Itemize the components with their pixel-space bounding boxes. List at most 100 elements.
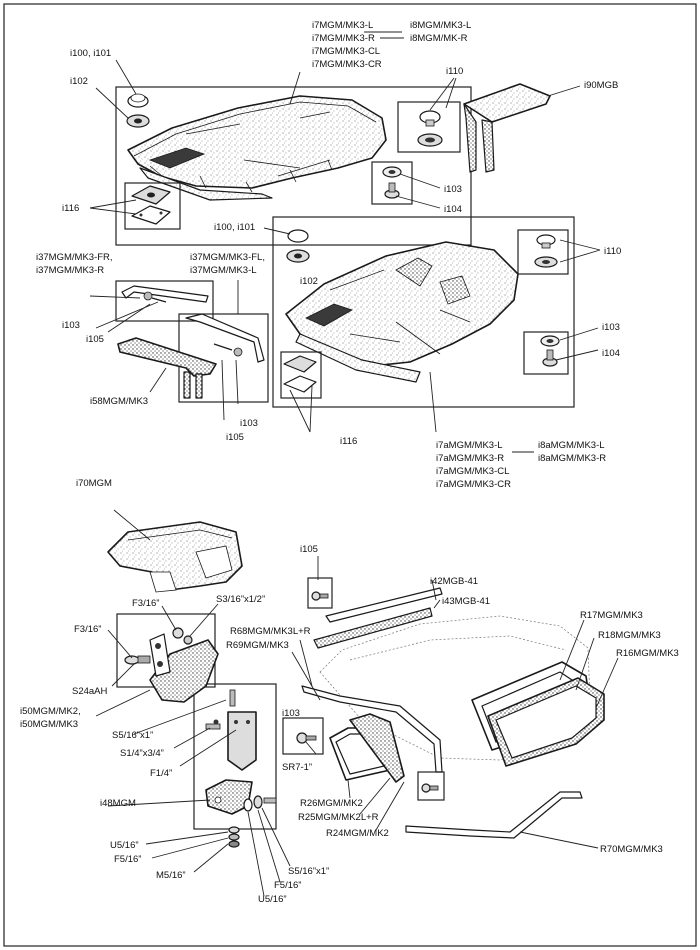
plate-fastener-i116 [131,185,171,225]
tonneau-flap-i90mgb [463,83,551,173]
label-i7a-3: i7aMGM/MK3-CL [436,466,509,477]
label-u5-16-a: U5/16” [110,840,139,851]
label-r69: R69MGM/MK3 [226,640,289,651]
label-i37-fr-1: i37MGM/MK3-FR, [36,252,113,263]
eyelet-i103-lower [540,335,560,367]
tonneau-cover-lower [285,241,519,383]
inset-box-sr7 [282,717,324,755]
label-i58mgm: i58MGM/MK3 [90,396,148,407]
label-i37-fl-2: i37MGM/MK3-L [190,265,257,276]
inset-box-i103-lower [523,331,569,375]
label-s5-16x1-b: S5/16”x1” [288,866,329,877]
label-i7-2: i7MGM/MK3-R [312,33,375,44]
frame-rail-rear [115,280,214,322]
screw-i105 [311,591,329,601]
label-i116-lower: i116 [340,436,357,447]
label-i104-lower: i104 [602,348,620,359]
inset-box-i116-lower [280,351,322,399]
label-i7-1: i7MGM/MK3-L [312,20,373,31]
label-i43mgb41: i43MGB-41 [442,596,490,607]
label-f5-16-a: F5/16” [114,854,141,865]
inset-box-i110-upper [397,101,461,153]
part-labels: i7MGM/MK3-L i7MGM/MK3-R i7MGM/MK3-CL i7M… [20,20,679,905]
label-f1-4: F1/4” [150,768,172,779]
label-i103-upper: i103 [444,184,462,195]
label-m5-16: M5/16” [156,870,186,881]
rail-i37-front [185,313,265,363]
label-s5-16x1-a: S5/16”x1” [112,730,153,741]
label-i90mgb: i90MGB [584,80,618,91]
tonneau-cover-upper [127,95,387,201]
label-s3-16x1-2: S3/16”x1/2” [216,594,265,605]
label-i110-upper: i110 [446,66,463,77]
label-i100-i101-lower: i100, i101 [214,222,255,233]
label-i8a-1: i8aMGM/MK3-L [538,440,605,451]
label-r18: R18MGM/MK3 [598,630,661,641]
inset-box-i103-upper [371,161,413,205]
label-r25: R25MGM/MK2L+R [298,812,379,823]
page-border [3,3,697,947]
fastener-cap-i100 [127,93,149,108]
label-i103-rail: i103 [62,320,80,331]
side-window-r24-r26 [329,713,405,783]
label-r16: R16MGM/MK3 [616,648,679,659]
label-r68: R68MGM/MK3L+R [230,626,311,637]
label-i42mgb41: i42MGB-41 [430,576,478,587]
label-i103-softtop: i103 [282,708,300,719]
label-i8-2: i8MGM/MK-R [410,33,468,44]
rear-window-r16-r18 [471,661,605,767]
screw-sr7 [296,732,317,744]
label-i105-top: i105 [300,544,318,555]
label-i105-rail-front: i105 [226,432,244,443]
plate-fastener-i116-lower [283,355,317,393]
fastener-base-i102 [126,114,150,128]
label-r24: R24MGM/MK2 [326,828,389,839]
label-i7a-1: i7aMGM/MK3-L [436,440,503,451]
label-i100-i101-upper: i100, i101 [70,48,111,59]
label-i37-fr-2: i37MGM/MK3-R [36,265,104,276]
label-i103-rail-front: i103 [240,418,258,429]
eyelet-i103 [382,166,402,199]
label-sr7: SR7-1” [282,762,312,773]
label-i110-lower: i110 [604,246,621,257]
label-i104-upper: i104 [444,204,462,215]
label-f3-16-a: F3/16” [132,598,159,609]
label-i7a-2: i7aMGM/MK3-R [436,453,504,464]
label-r17: R17MGM/MK3 [580,610,643,621]
bracket-i50mgm [149,633,219,703]
rail-cover-i58mgm [117,337,217,399]
inset-box-i116-upper [124,182,181,230]
label-s1-4x3-4: S1/4”x3/4” [120,748,164,759]
label-i50-1: i50MGM/MK2, [20,706,81,717]
label-i8a-2: i8aMGM/MK3-R [538,453,606,464]
inset-box-i105 [307,577,333,609]
label-i8-1: i8MGM/MK3-L [410,20,471,31]
label-i7a-4: i7aMGM/MK3-CR [436,479,511,490]
hinge-i48mgm [205,689,277,848]
inset-box-screw-right [417,771,445,801]
label-r70: R70MGM/MK3 [600,844,663,855]
label-f3-16-b: F3/16” [74,624,101,635]
inset-box-i110-lower [517,229,569,275]
fastener-cap-i100-lower [286,229,310,263]
frame-tonneau-lower [272,216,575,408]
label-i48mgm: i48MGM [100,798,136,809]
label-i37-fl-1: i37MGM/MK3-FL, [190,252,265,263]
stud-fastener-i110 [417,110,443,147]
label-r26: R26MGM/MK2 [300,798,363,809]
hardtop-i70mgm [107,521,243,593]
label-i116-upper: i116 [62,203,79,214]
label-i102-lower: i102 [300,276,318,287]
screw-set-s24aah [124,627,193,665]
label-i102-upper: i102 [70,76,88,87]
leader-lines [89,31,619,897]
label-f5-16-b: F5/16” [274,880,301,891]
stud-fastener-i110-lower [534,234,558,268]
label-i103-lower: i103 [602,322,620,333]
label-s24aah: S24aAH [72,686,108,697]
label-i105-rail: i105 [86,334,104,345]
label-i7-4: i7MGM/MK3-CR [312,59,382,70]
label-u5-16-b: U5/16” [258,894,287,905]
